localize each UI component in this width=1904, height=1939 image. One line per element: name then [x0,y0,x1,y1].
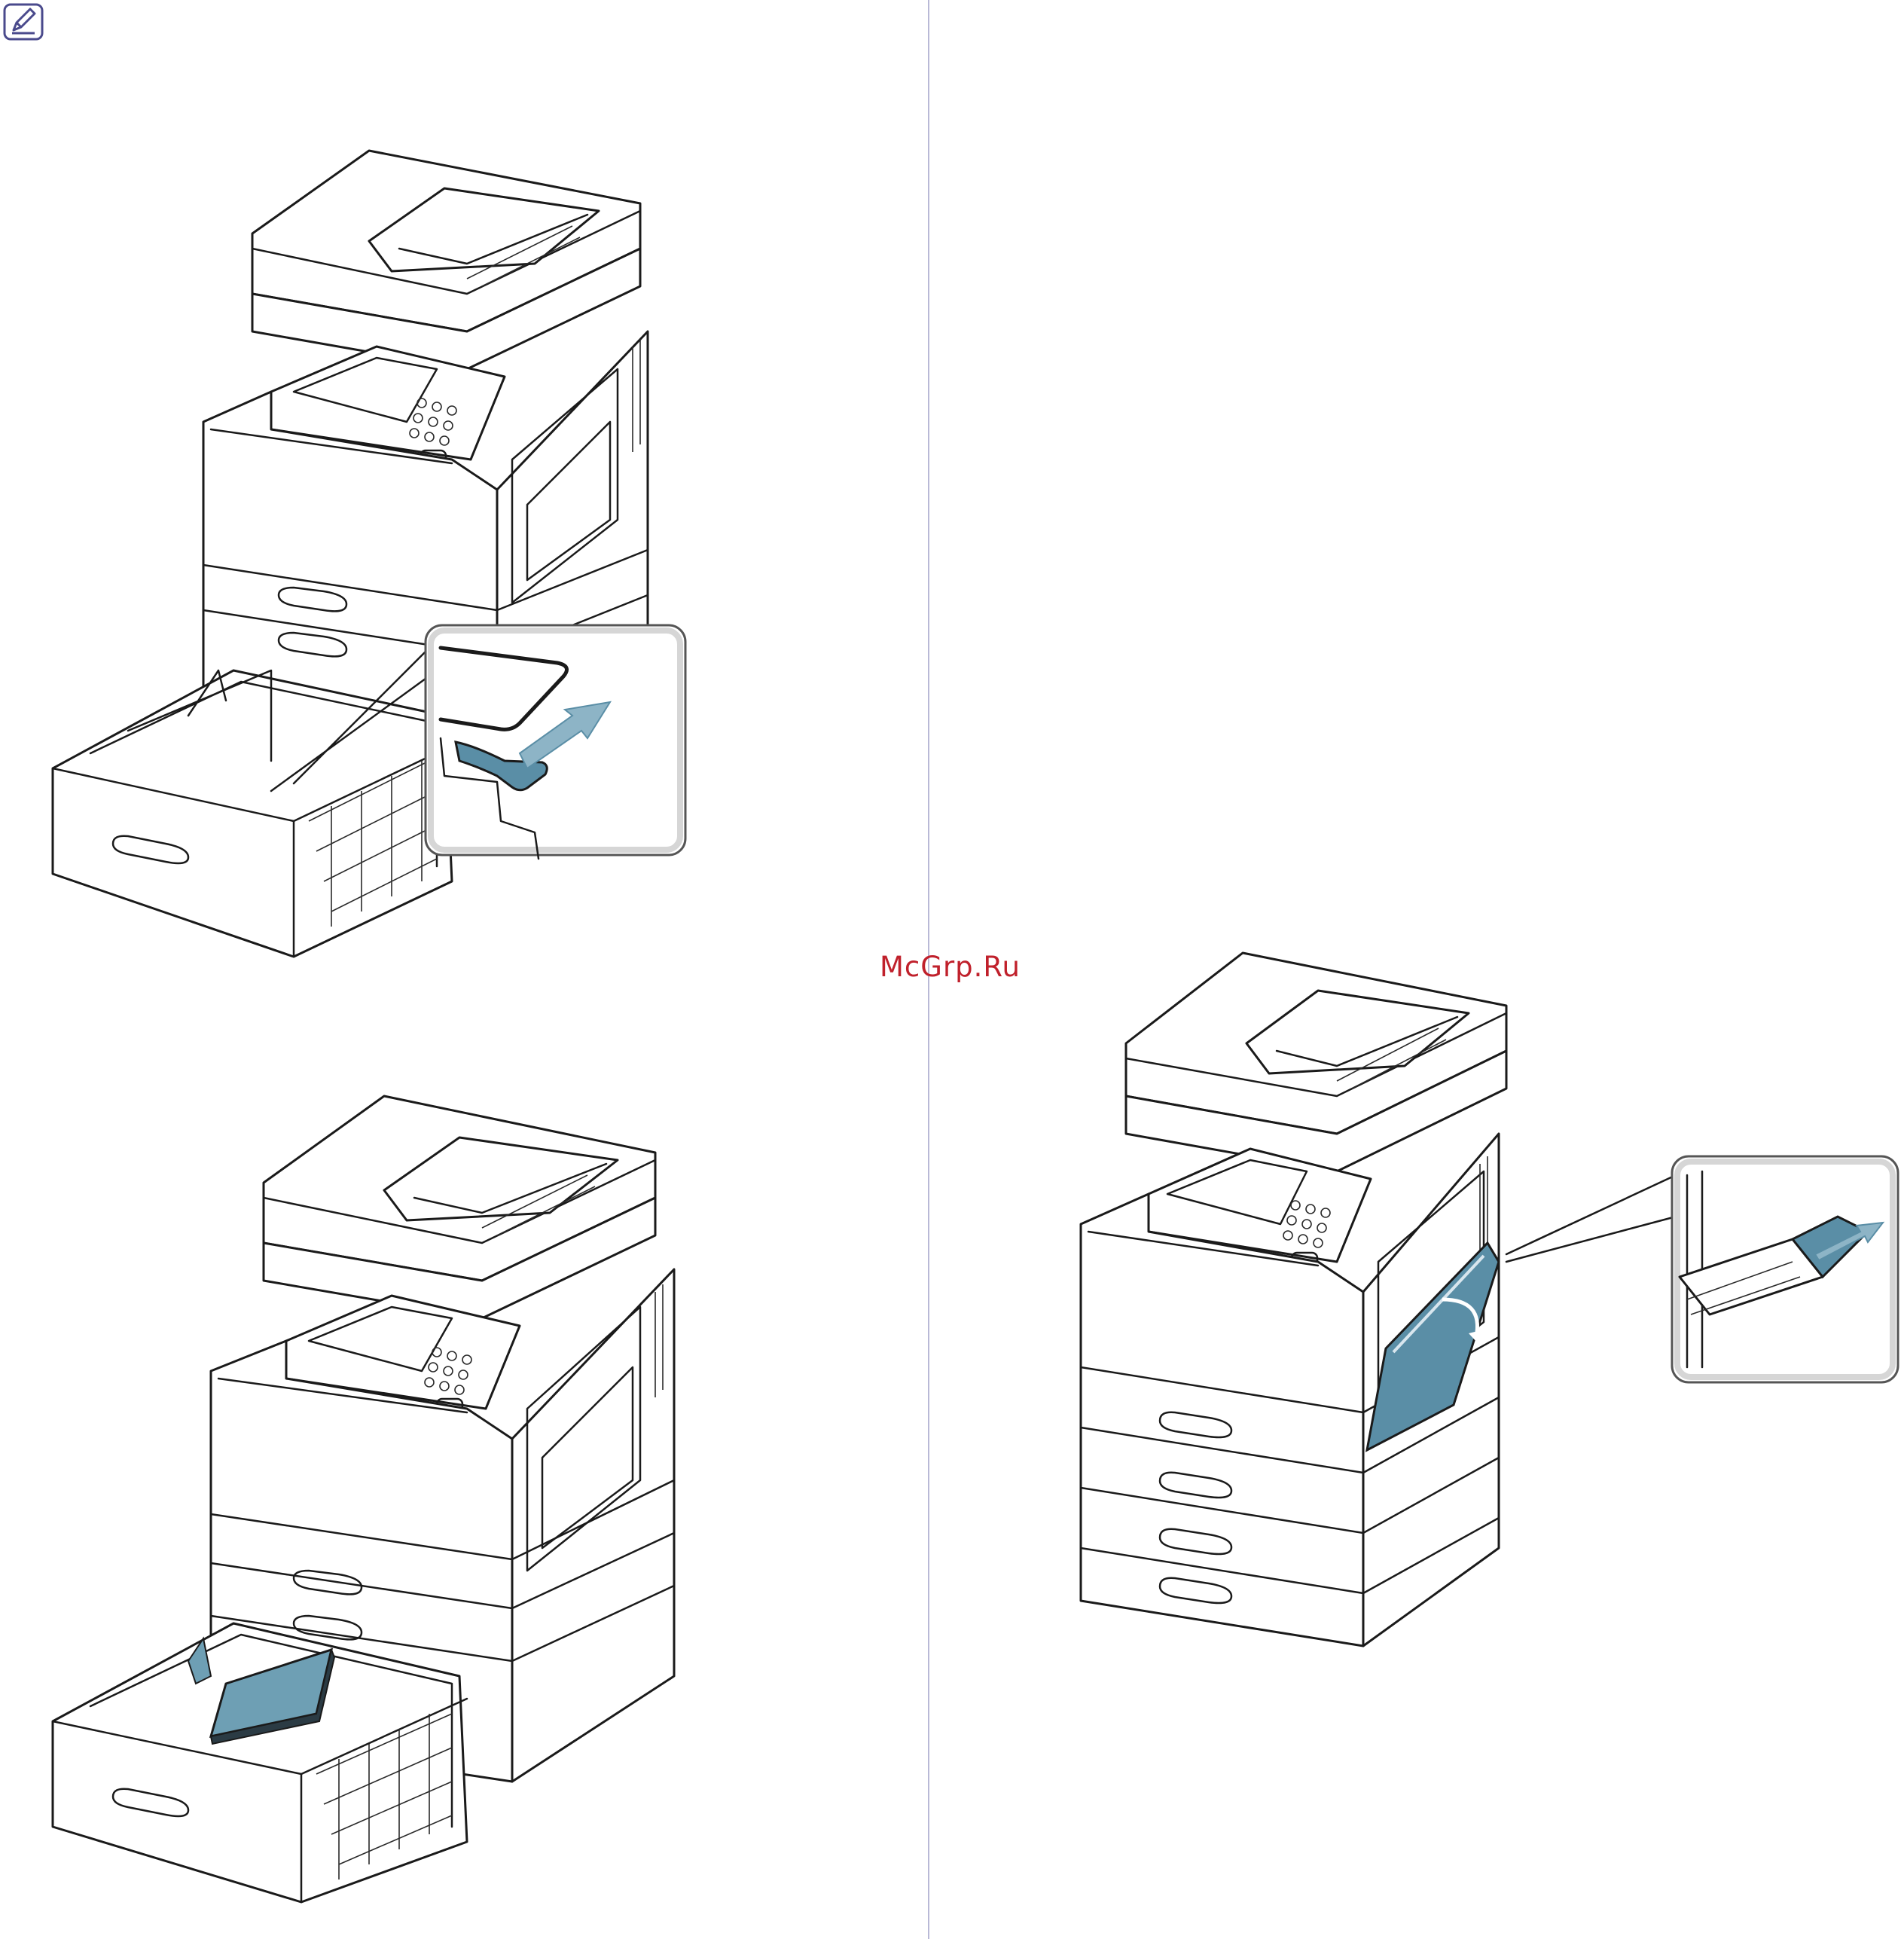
note-pencil-icon [2,2,45,42]
printer-tray-guide-illustration [45,143,693,972]
adf-unit [264,1096,655,1318]
watermark-text: McGrp.Ru [880,951,1045,983]
paper-tray-drawer [53,1623,467,1902]
zoom-callout [1506,1156,1898,1382]
adf-unit [252,151,640,369]
adf-unit [1126,953,1506,1171]
printer-tray-paper-loaded-illustration [45,1089,693,1910]
paper-tray-drawer [53,670,452,957]
printer-bypass-tray-illustration [1077,945,1902,1653]
